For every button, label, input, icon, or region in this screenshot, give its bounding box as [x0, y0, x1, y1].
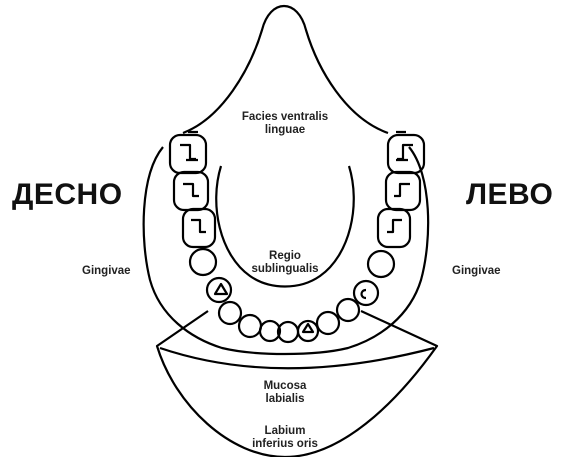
label-labium-line-1: Labium	[245, 425, 325, 438]
side-label-right: ДЕСНО	[12, 178, 123, 212]
label-mucosa-line-1: Mucosa	[250, 380, 320, 393]
label-gingivae-right: Gingivae	[82, 265, 131, 278]
label-mucosa-line-2: labialis	[250, 393, 320, 406]
molar-teeth-left	[378, 132, 424, 247]
label-facies-ventralis-linguae: Facies ventralis linguae	[230, 111, 340, 137]
mucosa-labium-boundary	[160, 348, 434, 368]
label-gingivae-left: Gingivae	[452, 265, 501, 278]
label-labium-inferius-oris: Labium inferius oris	[245, 425, 325, 451]
label-sublingual-line-1: Regio	[245, 250, 325, 263]
label-labium-line-2: inferius oris	[245, 438, 325, 451]
label-regio-sublingualis: Regio sublingualis	[245, 250, 325, 276]
label-sublingual-line-2: sublingualis	[245, 263, 325, 276]
molar-teeth-right	[170, 132, 215, 247]
label-tongue-line-2: linguae	[230, 124, 340, 137]
label-tongue-line-1: Facies ventralis	[230, 111, 340, 124]
label-mucosa-labialis: Mucosa labialis	[250, 380, 320, 406]
side-label-left: ЛЕВО	[466, 178, 553, 212]
